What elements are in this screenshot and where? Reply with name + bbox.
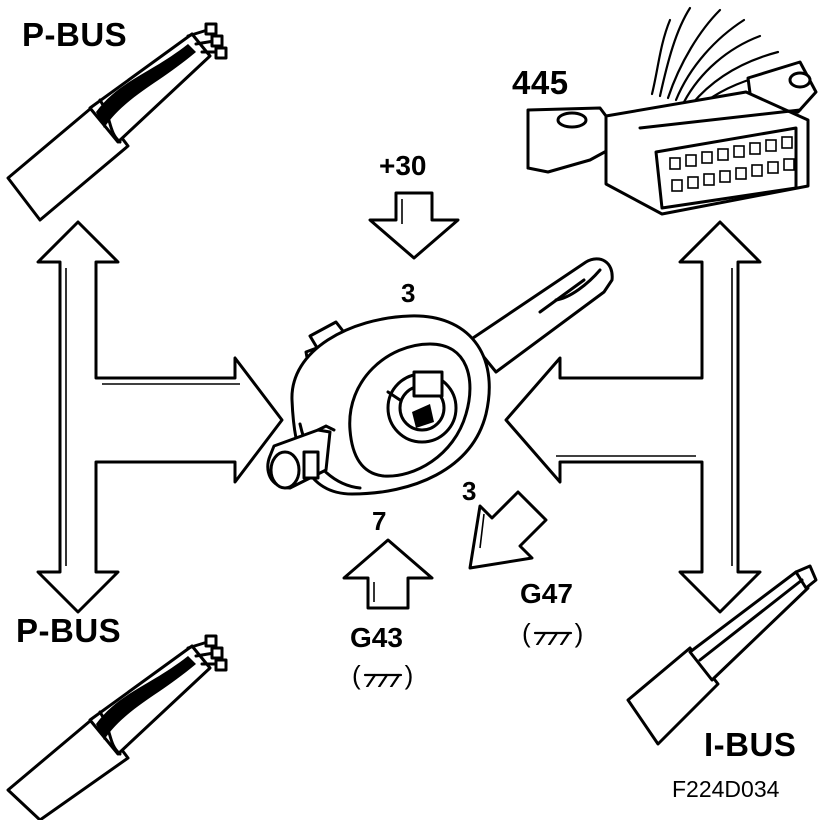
- pin-g43-label: 7: [372, 506, 387, 536]
- ground-g47-label: G47: [520, 578, 573, 609]
- diagnostic-connector: [526, 6, 818, 216]
- steering-column-switch: [266, 257, 614, 496]
- ground-g43-arrow: [342, 538, 434, 610]
- ibus-cable: [626, 564, 818, 746]
- ground-g47-symbol: ( ): [522, 618, 584, 648]
- pin-g47-label: 3: [462, 476, 477, 506]
- pbus-top-label: P-BUS: [22, 16, 128, 53]
- pbus-top-cable: [6, 22, 228, 222]
- ground-icon: [363, 673, 402, 687]
- left-bus-arrow: [36, 220, 284, 614]
- ground-g43-symbol: ( ): [352, 660, 414, 690]
- pin-top-label: 3: [401, 278, 416, 308]
- connector-number-label: 445: [512, 64, 569, 101]
- ground-icon: [533, 631, 572, 645]
- ground-g47-arrow: [468, 490, 548, 570]
- right-bus-arrow: [504, 220, 762, 614]
- supply-label: +30: [379, 150, 427, 181]
- figure-code-label: F224D034: [672, 776, 780, 802]
- pbus-bottom-label: P-BUS: [16, 612, 122, 649]
- pbus-bottom-cable: [6, 634, 228, 822]
- ibus-label: I-BUS: [704, 726, 797, 763]
- supply-arrow: [368, 191, 460, 260]
- ground-g43-label: G43: [350, 622, 403, 653]
